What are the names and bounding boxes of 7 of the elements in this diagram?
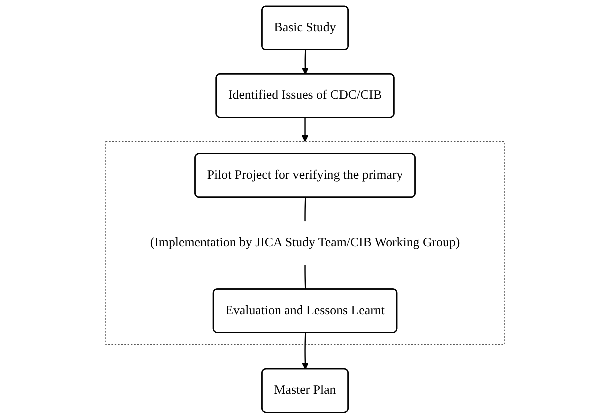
node-text: (Implementation by JICA Study Team/CIB Working Group): [150, 236, 460, 250]
arrow: [302, 333, 310, 370]
cluster: [106, 141, 506, 346]
arrow: [302, 118, 310, 142]
arrow: [302, 50, 310, 75]
connector: [304, 265, 306, 290]
connector: [304, 198, 306, 222]
